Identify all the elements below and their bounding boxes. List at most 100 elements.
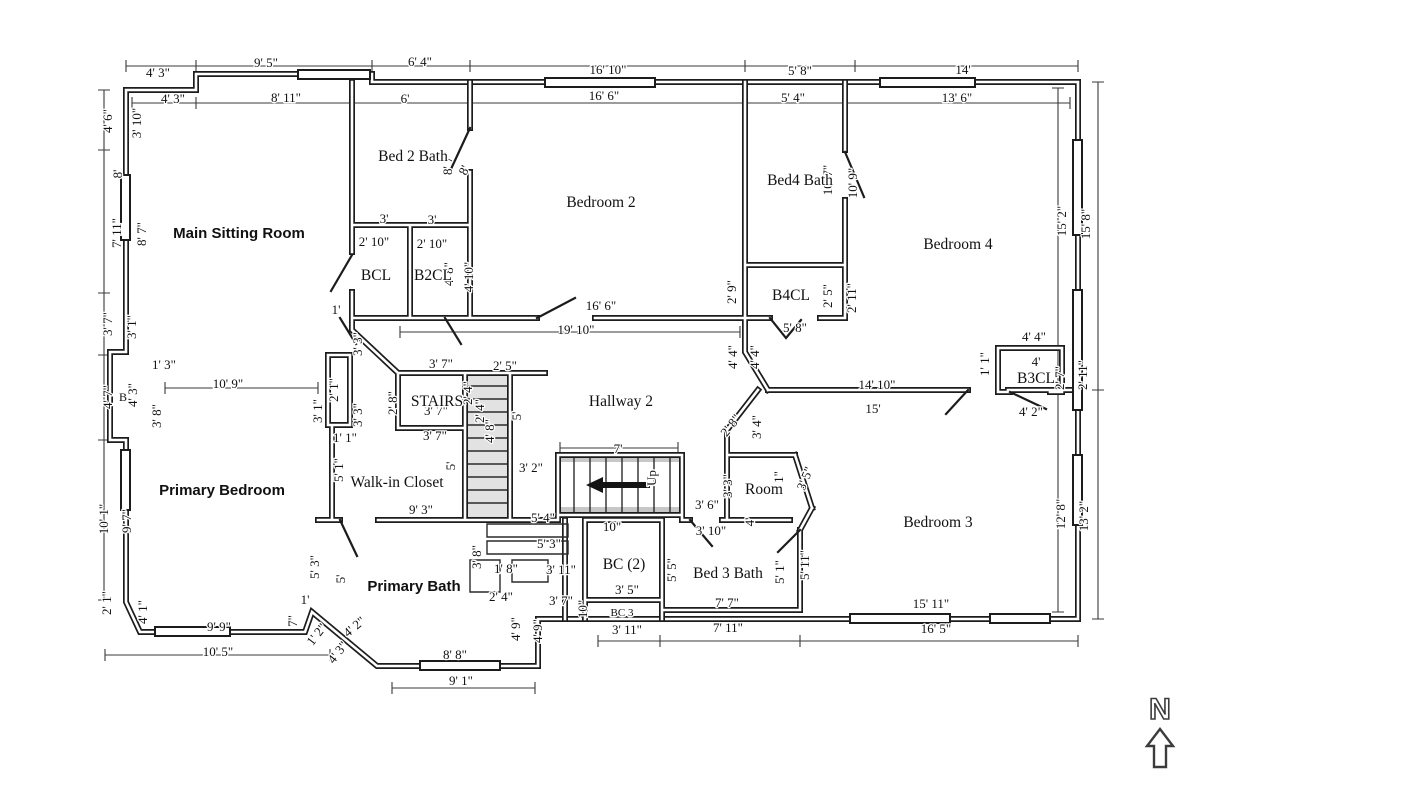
dimension-label: 10" xyxy=(575,600,590,618)
dimension-label: 2' 5" xyxy=(820,284,835,308)
door-leaves xyxy=(329,126,1048,558)
dimension-label: 4' 9" xyxy=(530,619,545,643)
dimension-label: 3' 7" xyxy=(423,428,447,443)
dimension-label: 13' 2" xyxy=(1076,501,1091,531)
dimension-label: 3' 4" xyxy=(749,415,764,439)
window-bottom-2 xyxy=(419,660,501,671)
dimension-label: 9' 7" xyxy=(119,509,134,533)
room-label: STAIRS xyxy=(411,393,463,410)
dimension-label: 15' xyxy=(865,401,880,416)
dimension-label: 14' 10" xyxy=(859,377,896,392)
dimension-label: 8' 8" xyxy=(443,647,467,662)
dimension-label: 2' 10" xyxy=(417,236,447,251)
room-label: BCL xyxy=(361,267,391,284)
dimension-label: 5' xyxy=(443,462,458,471)
dimension-label: 3' 5" xyxy=(615,582,639,597)
dimension-label: 1' 1" xyxy=(333,430,357,445)
room-label: B xyxy=(119,390,127,404)
dimension-labels: 4' 3"9' 5"6' 4"16' 10"5' 8"14'4' 3"8' 11… xyxy=(95,53,1095,690)
room-label: Room xyxy=(745,481,783,498)
dimension-label: 5' 5" xyxy=(664,558,679,582)
dim-line-bottom-right xyxy=(597,635,1079,647)
dimension-label: 1' xyxy=(301,592,310,607)
stair-shading xyxy=(465,373,682,520)
dimension-label: 5' 8" xyxy=(783,320,807,335)
room-label: Hallway 2 xyxy=(589,393,653,410)
dimension-label: 16' 10" xyxy=(590,62,627,77)
dimension-label: 5' 11" xyxy=(797,550,812,580)
window-top-2 xyxy=(544,77,656,88)
dimension-label: 4' 3" xyxy=(146,65,170,80)
upper-stair-shaft xyxy=(465,373,510,520)
dimension-label: 5' 3" xyxy=(307,555,322,579)
dimension-label: 4' 6" xyxy=(100,109,115,133)
dimension-label: 9' 5" xyxy=(254,55,278,70)
room-label: B2CL xyxy=(414,267,452,284)
room-label: Up xyxy=(644,470,659,486)
room-label: B3CL xyxy=(1017,370,1055,387)
exterior-walls xyxy=(107,71,1081,669)
window-left-2 xyxy=(120,449,131,511)
dimension-label: 6' xyxy=(401,91,410,106)
dim-line-left xyxy=(98,89,110,601)
dimension-label: 15' 11" xyxy=(913,596,949,611)
interior-wall-cores xyxy=(316,80,1080,621)
dimension-label: 14' xyxy=(955,62,970,77)
dimension-label: 2' 5" xyxy=(493,358,517,373)
room-label: Main Sitting Room xyxy=(173,225,305,242)
room-label: B4CL xyxy=(772,287,810,304)
room-label: Bed 3 Bath xyxy=(693,565,763,582)
dimension-label: 3' 11" xyxy=(612,622,642,637)
dimension-label: 10' 1" xyxy=(96,504,111,534)
north-letter: N xyxy=(1149,693,1171,726)
dimension-label: 3' 7" xyxy=(429,356,453,371)
dimension-label: 12' 8" xyxy=(1053,499,1068,529)
dimension-label: 3' 10" xyxy=(129,108,144,138)
dimension-label: 10' 5" xyxy=(203,644,233,659)
room-label: Bed 2 Bath xyxy=(378,148,448,165)
lower-stair-edge-bottom xyxy=(558,507,682,515)
dim-line-9ft1 xyxy=(391,682,536,694)
dim-line-19ft10 xyxy=(399,326,741,338)
dimension-label: 3' xyxy=(428,212,437,227)
dimension-label: 10' 9" xyxy=(845,168,860,198)
dimension-label: 9' 9" xyxy=(207,619,231,634)
dimension-label: 4' 3" xyxy=(125,383,140,407)
dimension-label: 4' 8" xyxy=(441,262,456,286)
dimension-label: 5' 4" xyxy=(781,90,805,105)
dimension-label: 7' 11" xyxy=(713,620,743,635)
dimension-label: 2' 9" xyxy=(724,280,739,304)
dimension-label: 7' 7" xyxy=(715,595,739,610)
dim-line-bottom-left xyxy=(104,649,331,661)
dimension-label: 3' 7" xyxy=(424,403,448,418)
dimension-label: 4' 4" xyxy=(1022,329,1046,344)
dimension-label: 13' 6" xyxy=(942,90,972,105)
dimension-label: 7' 11" xyxy=(109,218,124,248)
dimension-label: 10' 9" xyxy=(213,376,243,391)
dimension-label: 8' xyxy=(110,170,125,179)
exterior-wall-core xyxy=(108,72,1080,668)
upper-stair-treads xyxy=(465,385,510,504)
room-label: Bedroom 4 xyxy=(923,236,993,253)
dim-line-right-outer xyxy=(1092,81,1104,620)
dimension-label: 2' 1" xyxy=(326,378,341,402)
dimension-label: 4' 8" xyxy=(482,419,497,443)
north-arrow-icon xyxy=(1144,727,1176,769)
window-top-1 xyxy=(297,69,371,80)
window-left-1 xyxy=(120,174,131,241)
stairs-up-arrow xyxy=(586,477,650,493)
room-label: Primary Bath xyxy=(367,578,460,595)
dimension-label: 1' 1" xyxy=(977,352,992,376)
dimension-label: 2' 4" xyxy=(460,381,475,405)
dimension-label: 4' 1" xyxy=(135,600,150,624)
dimension-label: 16' 6" xyxy=(586,298,616,313)
window-right-3 xyxy=(1072,454,1083,526)
dimension-label: 9' 1" xyxy=(449,673,473,688)
dimension-label: 8' 7" xyxy=(440,151,455,175)
dimension-label: 3' 11" xyxy=(546,562,576,577)
dimension-label: 19' 10" xyxy=(558,322,595,337)
room-label: Primary Bedroom xyxy=(159,482,285,499)
dimension-label: 6' 4" xyxy=(408,54,432,69)
